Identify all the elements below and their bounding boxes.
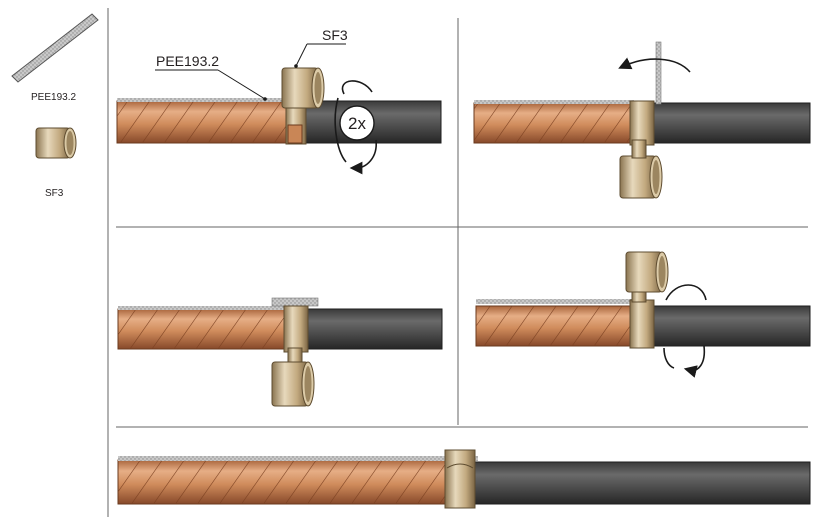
tape-layer bbox=[118, 306, 294, 310]
panel-step-3 bbox=[117, 297, 443, 407]
panel-step-5 bbox=[117, 449, 811, 509]
tape-layer bbox=[476, 299, 636, 304]
legend-tape-strip-icon bbox=[11, 13, 99, 83]
curved-arrow-icon bbox=[618, 57, 691, 73]
panel-step-1: PEE193.2 SF3 2x bbox=[116, 27, 442, 175]
pipe bbox=[653, 305, 811, 347]
tape-layer bbox=[118, 456, 478, 461]
panel-step-4 bbox=[475, 251, 811, 378]
tape-layer bbox=[117, 98, 307, 102]
sleeve-ring bbox=[283, 305, 309, 353]
legend-tape-label: PEE193.2 bbox=[31, 92, 76, 103]
sleeve-tab bbox=[287, 124, 303, 144]
legend-sleeve-icon bbox=[35, 127, 77, 159]
pipe bbox=[649, 102, 811, 144]
callout-tape-label: PEE193.2 bbox=[156, 53, 219, 69]
tape-flap bbox=[655, 41, 662, 105]
rotation-arrow-icon bbox=[334, 80, 377, 175]
rotation-arrow-icon bbox=[663, 284, 707, 378]
sleeve-ring bbox=[629, 299, 655, 349]
turns-badge bbox=[339, 105, 375, 141]
panel-step-2 bbox=[473, 41, 811, 199]
legend-sleeve-label: SF3 bbox=[45, 188, 64, 199]
sleeve-ring bbox=[444, 449, 476, 509]
sleeve-ring bbox=[629, 100, 655, 146]
tape-fold bbox=[271, 297, 319, 307]
pipe bbox=[473, 461, 811, 505]
pipe bbox=[307, 308, 443, 350]
tape-layer bbox=[474, 100, 634, 104]
turns-label: 2x bbox=[348, 114, 366, 133]
callout-sleeve-label: SF3 bbox=[322, 27, 348, 43]
